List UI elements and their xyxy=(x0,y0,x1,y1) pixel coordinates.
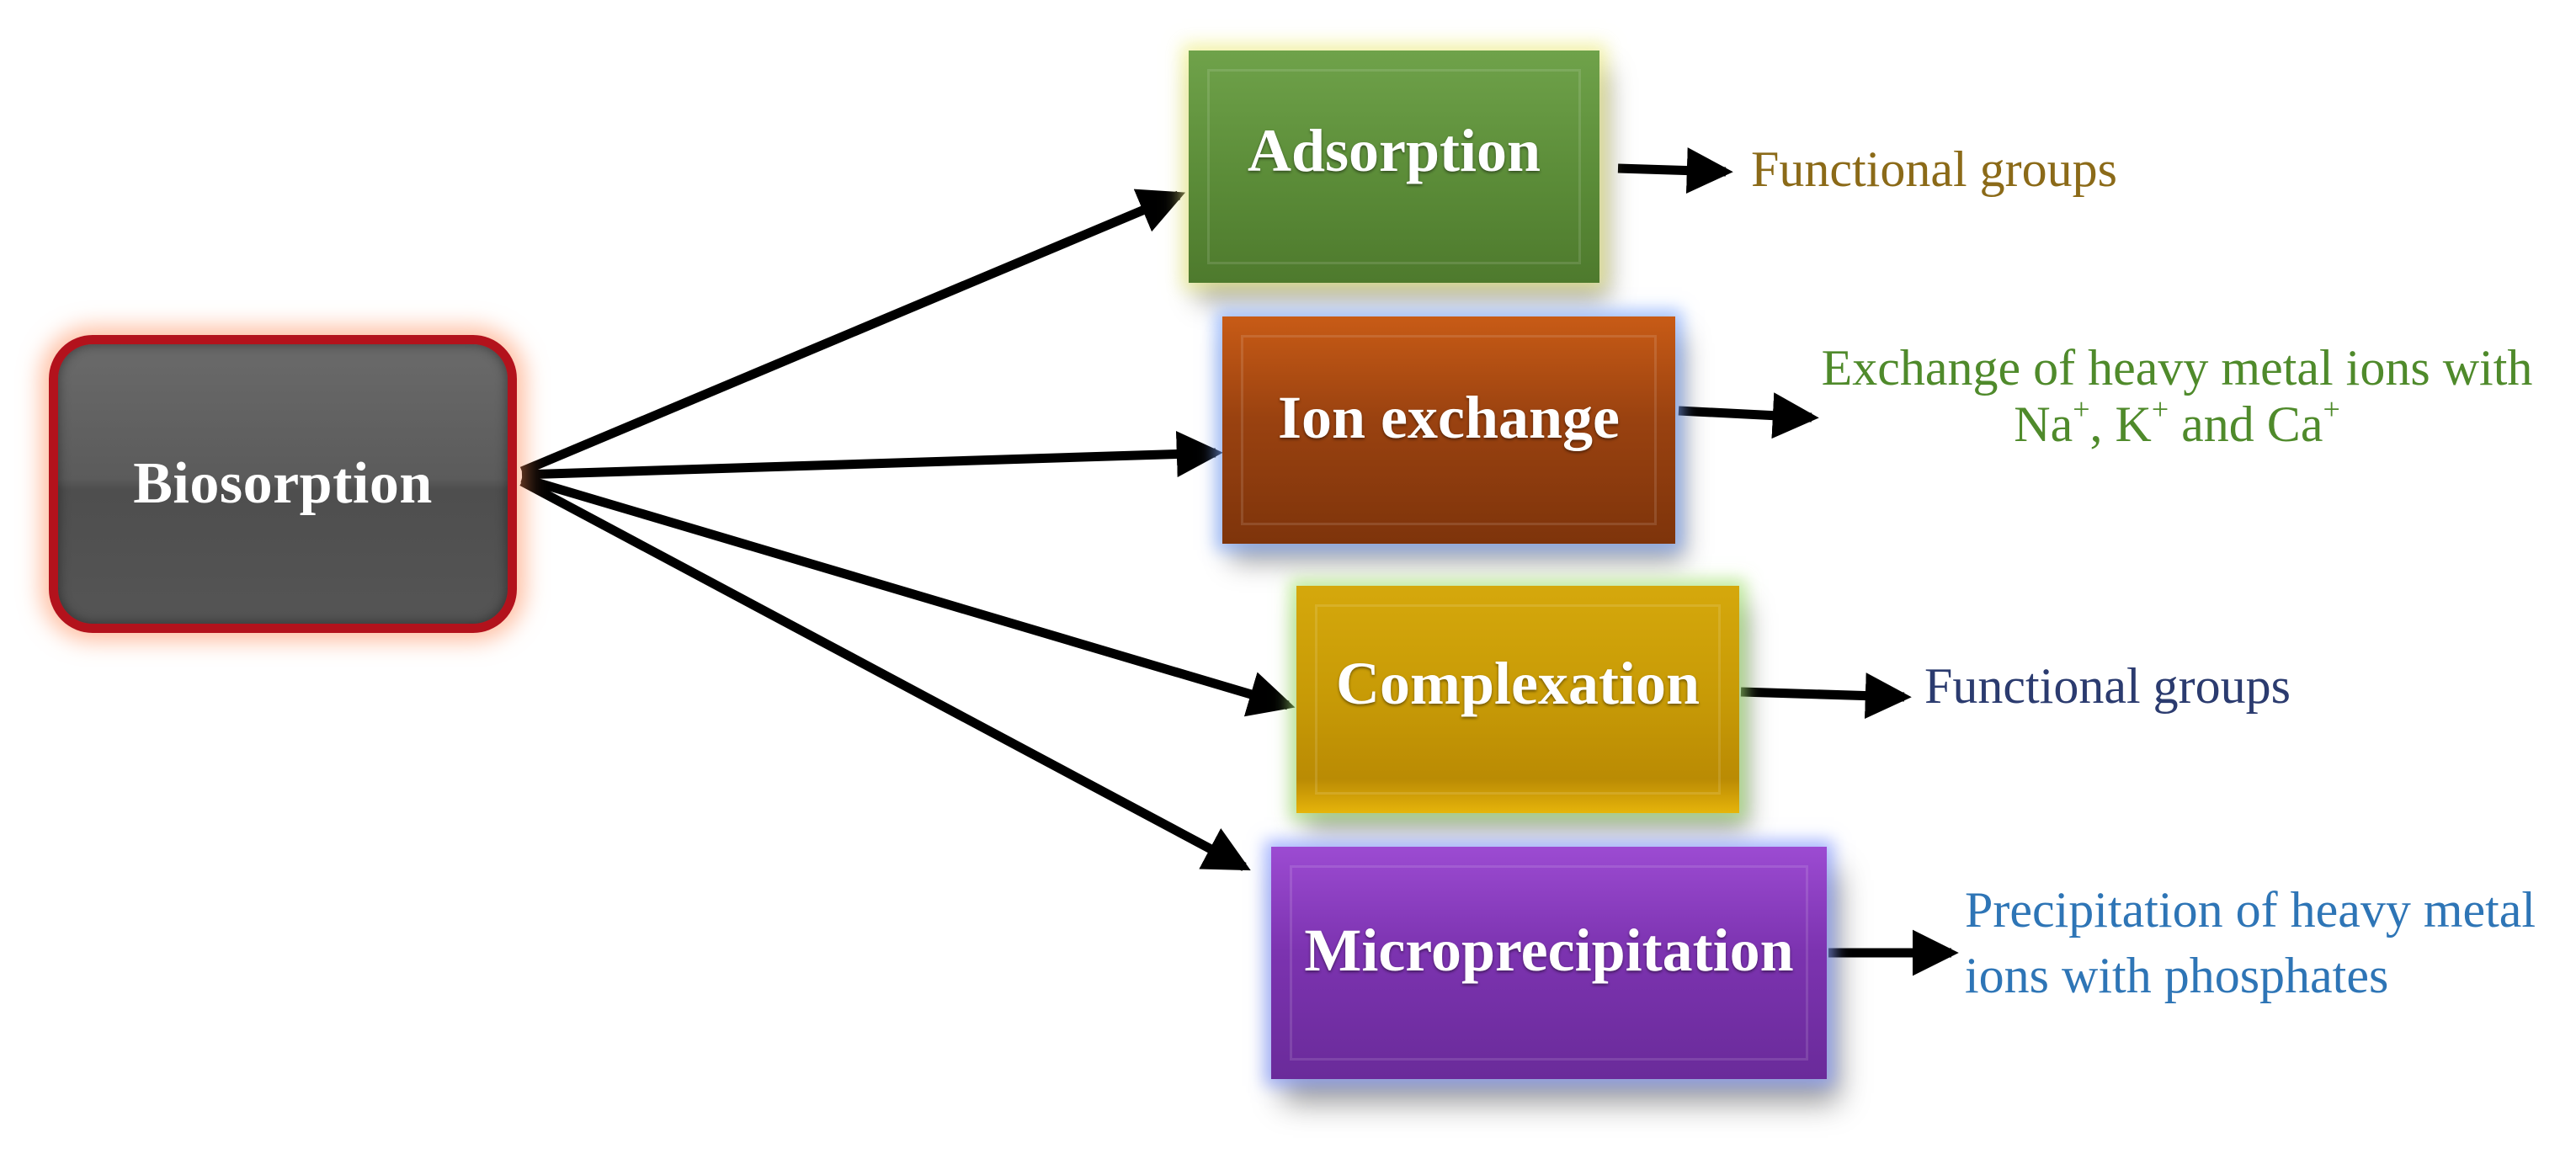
arrow-complexation-note xyxy=(1740,673,1912,720)
ion-exchange-note-line1: Exchange of heavy metal ions with xyxy=(1821,340,2533,396)
microprecipitation-node: Microprecipitation xyxy=(1271,847,1827,1079)
arrow-to-complexation xyxy=(520,473,1296,717)
ion-exchange-node: Ion exchange xyxy=(1222,316,1675,544)
adsorption-node: Adsorption xyxy=(1189,51,1599,283)
complexation-label: Complexation xyxy=(1336,649,1700,717)
adsorption-label: Adsorption xyxy=(1247,116,1541,184)
adsorption-note: Functional groups xyxy=(1751,141,2117,197)
ion-exchange-note-line2: Na+, K+ and Ca+ xyxy=(1807,394,2547,453)
microprecipitation-note-line1: Precipitation of heavy metal xyxy=(1965,882,2536,938)
arrow-to-ion-exchange xyxy=(521,430,1223,480)
microprecipitation-note-line2: ions with phosphates xyxy=(1965,948,2389,1003)
ion-ca: and Ca xyxy=(2169,396,2323,453)
biosorption-label: Biosorption xyxy=(133,451,433,516)
ion-k-charge: + xyxy=(2151,392,2169,427)
ion-exchange-label: Ion exchange xyxy=(1277,383,1621,451)
arrow-to-microprecipitation xyxy=(519,477,1251,871)
microprecipitation-label: Microprecipitation xyxy=(1304,916,1794,984)
ion-exchange-note: Exchange of heavy metal ions with Na+, K… xyxy=(1807,340,2547,453)
arrow-ion-exchange-note xyxy=(1678,392,1819,439)
microprecipitation-note: Precipitation of heavy metal ions with p… xyxy=(1965,877,2571,1008)
ion-na-charge: + xyxy=(2073,392,2090,427)
ion-k: , K xyxy=(2089,396,2152,453)
ion-na: Na xyxy=(2014,396,2073,453)
arrow-to-adsorption xyxy=(519,189,1186,476)
arrow-adsorption-note xyxy=(1617,147,1733,194)
ion-ca-charge: + xyxy=(2323,392,2340,427)
complexation-node: Complexation xyxy=(1296,586,1739,813)
complexation-note: Functional groups xyxy=(1924,658,2291,714)
biosorption-node: Biosorption xyxy=(49,335,517,633)
